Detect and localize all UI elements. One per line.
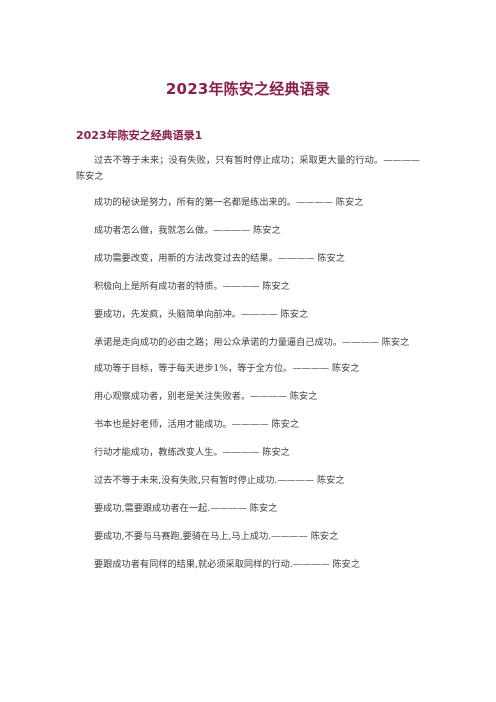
quote-item: 成功的秘诀是努力，所有的第一名都是练出来的。———— 陈安之 <box>94 197 364 208</box>
document-title: 2023年陈安之经典语录 <box>165 80 331 98</box>
quote-item: 成功需要改变，用新的方法改变过去的结果。———— 陈安之 <box>94 253 345 264</box>
quote-item: 要跟成功者有同样的结果,就必须采取同样的行动.———— 陈安之 <box>94 559 361 570</box>
quote-item: 书本也是好老师，活用才能成功。———— 陈安之 <box>94 419 300 430</box>
quote-item: 行动才能成功，教练改变人生。———— 陈安之 <box>94 447 290 458</box>
quote-item: 过去不等于未来；没有失败，只有暂时停止成功；采取更大量的行动。———— 陈安之 <box>76 155 420 182</box>
quote-item: 积极向上是所有成功者的特质。———— 陈安之 <box>94 281 290 292</box>
quote-item: 要成功,不要与马赛跑,要骑在马上,马上成功.———— 陈安之 <box>94 531 339 542</box>
quote-item: 成功者怎么做，我就怎么做。———— 陈安之 <box>94 225 281 236</box>
section-heading: 2023年陈安之经典语录1 <box>76 129 203 142</box>
quote-item: 过去不等于未来,没有失败,只有暂时停止成功.———— 陈安之 <box>94 475 345 486</box>
quote-item: 承诺是走向成功的必由之路；用公众承诺的力量逼自己成功。———— 陈安之 <box>94 337 410 348</box>
quote-item: 用心观察成功者，别老是关注失败者。———— 陈安之 <box>94 391 318 402</box>
quote-list: 过去不等于未来；没有失败，只有暂时停止成功；采取更大量的行动。———— 陈安之 … <box>76 153 420 585</box>
quote-item: 成功等于目标，等于每天进步1%，等于全方位。———— 陈安之 <box>94 363 360 374</box>
quote-item: 要成功,需要跟成功者在一起.———— 陈安之 <box>94 503 278 514</box>
quote-item: 要成功，先发疯，头脑简单向前冲。———— 陈安之 <box>94 309 309 320</box>
